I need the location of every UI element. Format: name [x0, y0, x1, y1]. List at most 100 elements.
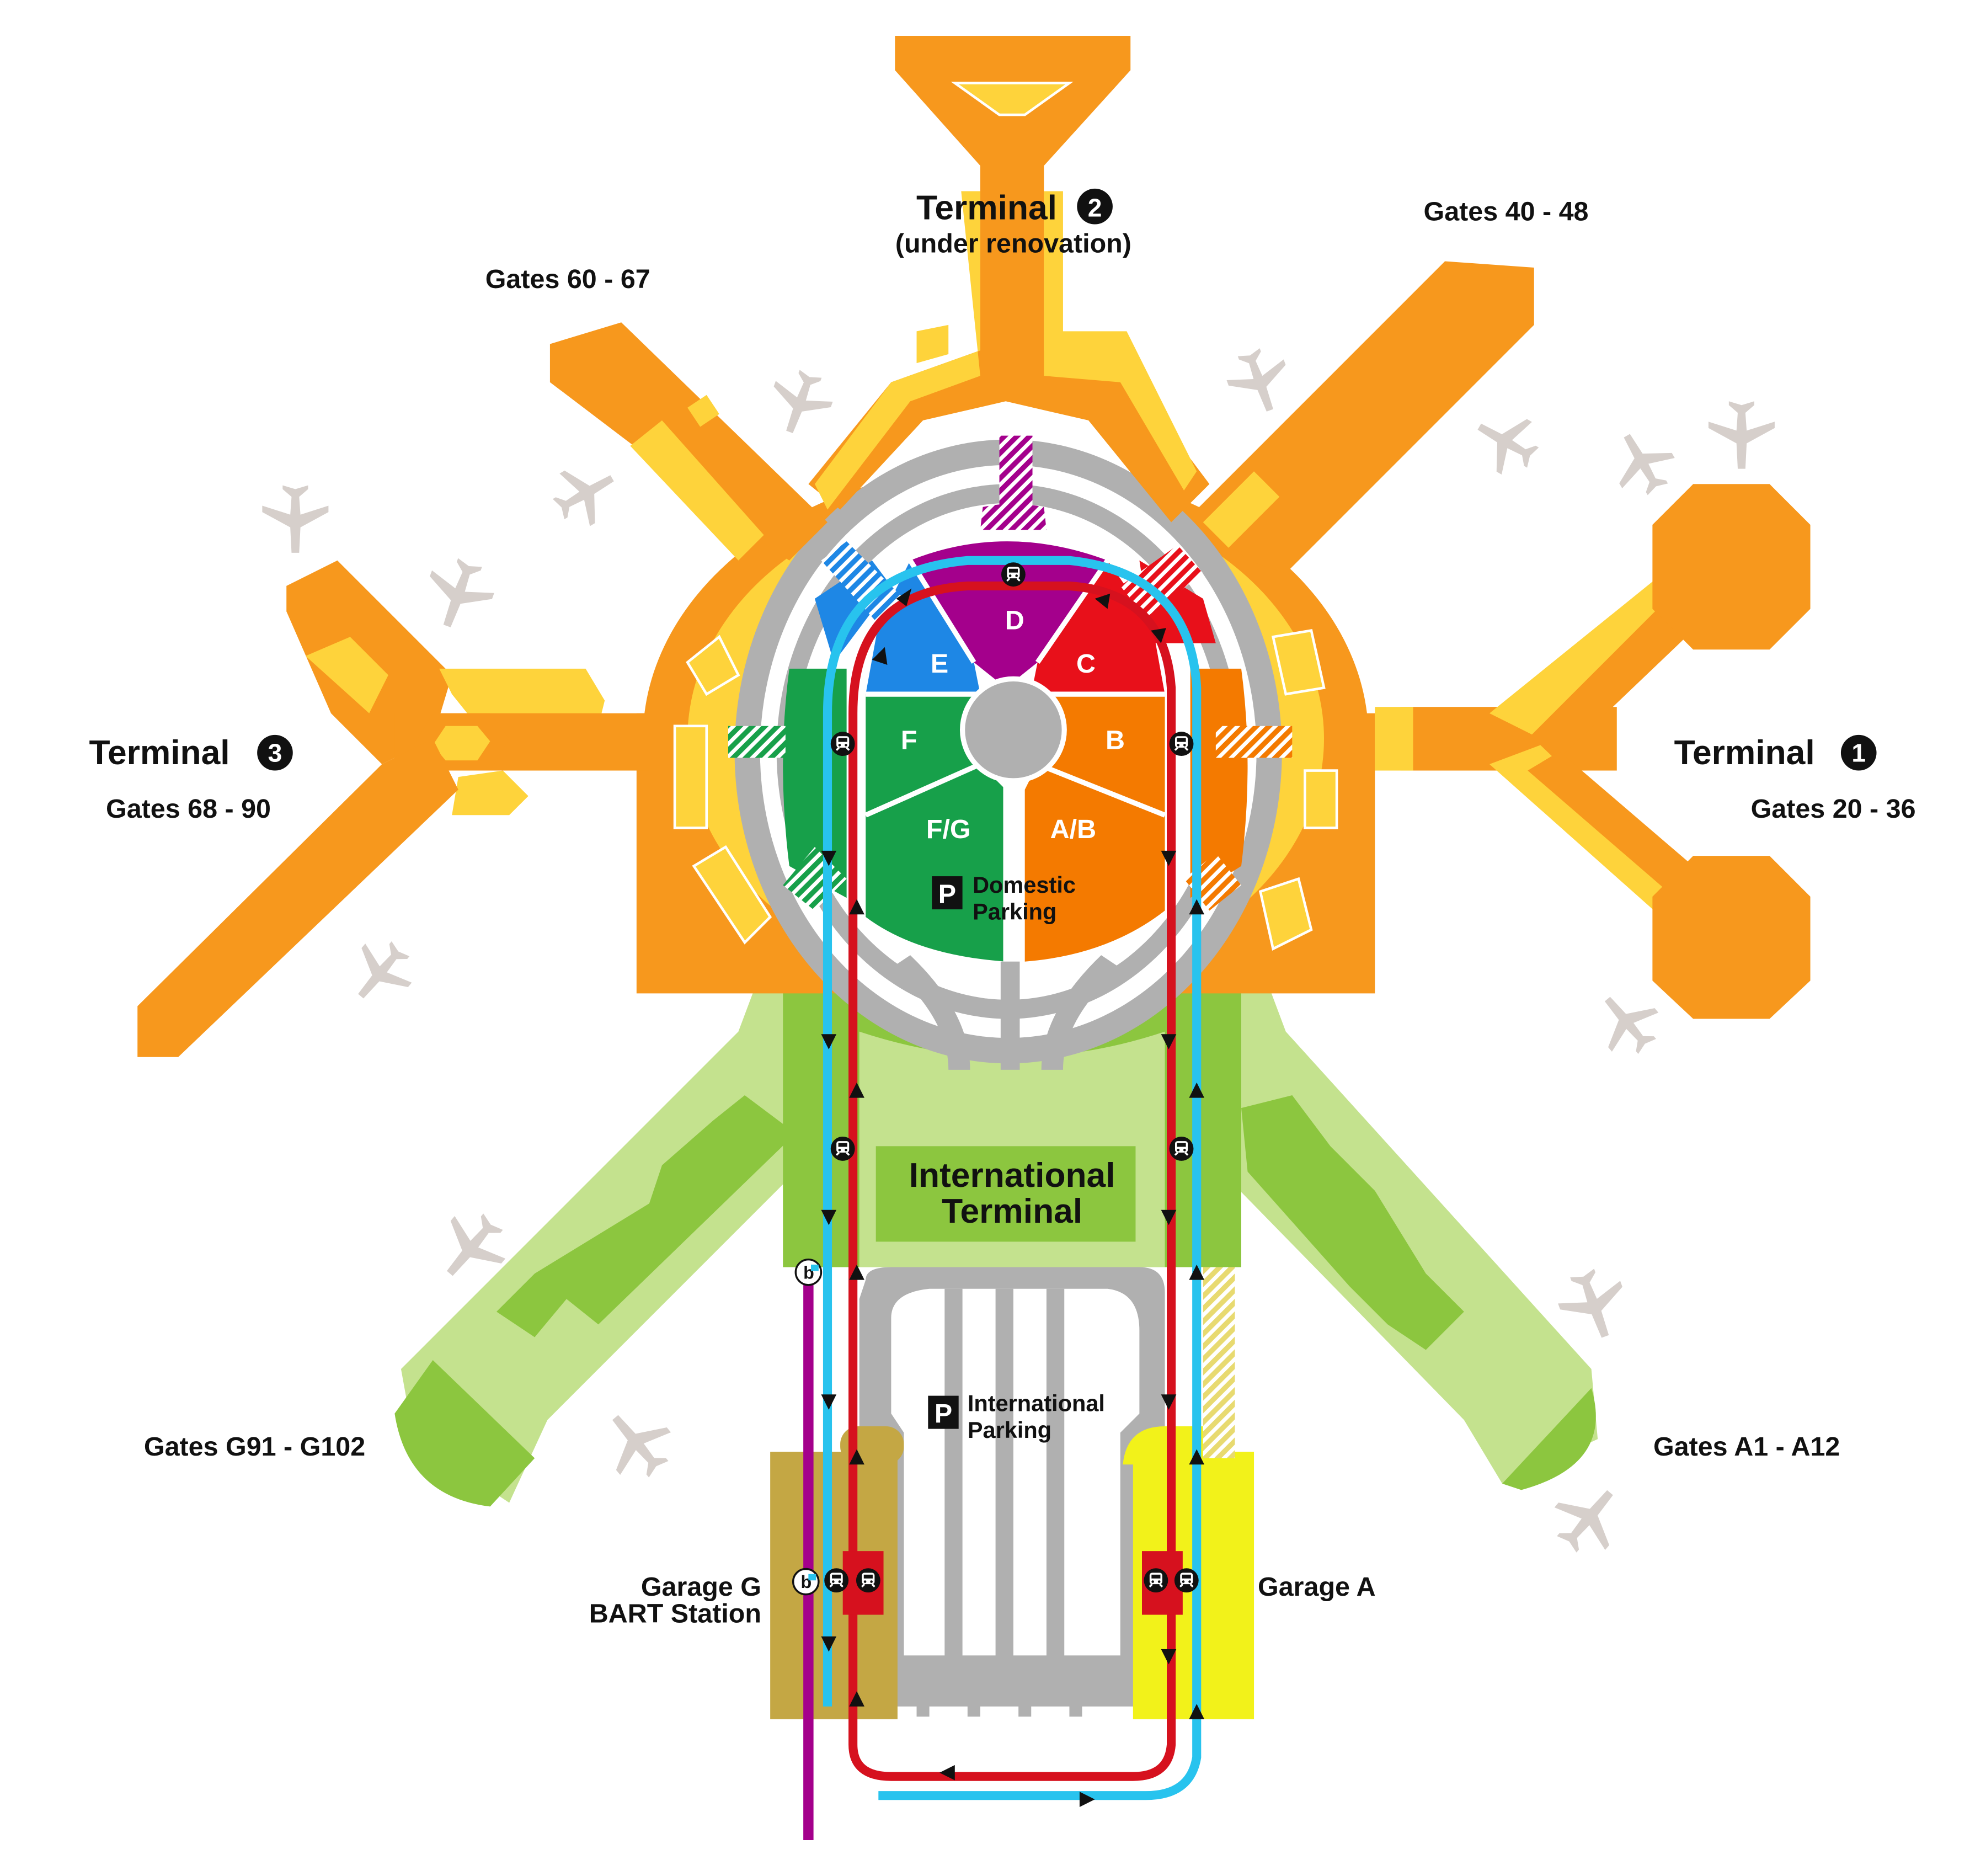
- airtrain-station-icon: [1173, 1568, 1199, 1593]
- parking-icon: [932, 876, 963, 910]
- international-parking-line1: International: [968, 1390, 1105, 1416]
- section-b-label: B: [1106, 725, 1125, 755]
- airtrain-station-icon: [1168, 731, 1194, 757]
- section-f: [866, 694, 980, 816]
- a-wing-end: [1502, 1388, 1596, 1490]
- terminal-3-title: Terminal: [89, 734, 230, 772]
- terminal-1-pier: [1197, 261, 1811, 1019]
- parking-hub: [959, 676, 1067, 784]
- section-d-label: D: [1005, 605, 1024, 635]
- g-wing-end: [394, 1360, 535, 1507]
- section-fg: [866, 764, 1006, 962]
- direction-arrow-icon: [1161, 1034, 1177, 1049]
- terminal-1-badge: [1840, 734, 1877, 771]
- airplane-icon: [1464, 400, 1549, 484]
- section-c-label: C: [1076, 649, 1096, 679]
- terminal-2-title: Terminal: [916, 189, 1057, 227]
- domestic-parking-line2: Parking: [973, 899, 1056, 925]
- garage-g-label: Garage G BART Station: [589, 1572, 761, 1628]
- terminal-1-title: Terminal: [1674, 734, 1815, 772]
- terminal-1-hub-upper: [1652, 484, 1811, 650]
- parking-icon-letter: P: [935, 1399, 952, 1429]
- terminal-2-pier: [808, 36, 1210, 523]
- airtrain-station-icon: [830, 1136, 856, 1161]
- direction-arrow-icon: [939, 1765, 955, 1781]
- direction-arrow-icon: [849, 1082, 864, 1098]
- airtrain-station-icon: [1000, 562, 1026, 588]
- terminal-3-label: Terminal 3 Gates 68 - 90: [89, 734, 293, 824]
- airplane-icon: [1551, 1261, 1637, 1348]
- terminal-2-number: 2: [1088, 194, 1102, 222]
- airtrain-station-icon: [830, 731, 856, 757]
- direction-arrow-icon: [849, 1691, 864, 1707]
- direction-arrows: [821, 588, 1205, 1807]
- international-terminal-label: International Terminal: [909, 1156, 1115, 1230]
- domestic-parking-label: P Domestic Parking: [932, 872, 1076, 925]
- direction-arrow-icon: [1095, 593, 1111, 609]
- airplane-icon: [1600, 420, 1684, 505]
- airplane-icon: [1708, 401, 1775, 469]
- airplane-icon: [415, 551, 501, 637]
- pedestrian-walkways: [728, 435, 1293, 911]
- airplane-icon: [1584, 979, 1670, 1066]
- direction-arrow-icon: [1161, 1394, 1177, 1410]
- direction-arrow-icon: [1189, 1082, 1205, 1098]
- garage-g-line1: Garage G: [641, 1572, 761, 1602]
- international-terminal-line1: International: [909, 1156, 1115, 1195]
- garage-g-line2: BART Station: [589, 1598, 761, 1628]
- international-terminal-area: [394, 980, 1598, 1507]
- gates-60-67-label: Gates 60 - 67: [485, 264, 650, 294]
- direction-arrow-icon: [1189, 1449, 1205, 1465]
- international-parking-label: P International Parking: [928, 1390, 1105, 1443]
- ring-concourse-segments: [673, 629, 1338, 951]
- section-e-label: E: [931, 649, 948, 679]
- direction-arrow-icon: [849, 899, 864, 915]
- airplane-icon: [543, 452, 628, 536]
- direction-arrow-icon: [821, 1636, 837, 1652]
- bart-icon: [794, 1258, 823, 1286]
- direction-arrow-icon: [821, 1034, 837, 1049]
- garage-a-label: Garage A: [1258, 1572, 1376, 1602]
- g-wing-pier: [496, 1095, 796, 1337]
- section-f-label: F: [901, 725, 917, 755]
- bart-icon: [792, 1568, 820, 1596]
- terminal-2-label: Terminal 2 (under renovation): [895, 188, 1131, 258]
- section-ab-label: A/B: [1050, 814, 1096, 844]
- international-terminal-line2: Terminal: [942, 1192, 1082, 1230]
- gates-a1-a12-label: Gates A1 - A12: [1653, 1432, 1840, 1462]
- terminal-3-piers: [137, 322, 828, 1057]
- gates-g91-g102-label: Gates G91 - G102: [144, 1432, 365, 1462]
- airplane-icon: [1541, 1471, 1636, 1566]
- parking-sections-labels: D E C F B F/G A/B: [901, 605, 1125, 844]
- airplane-icon: [1220, 342, 1299, 421]
- gates-20-36-label: Gates 20 - 36: [1751, 794, 1916, 824]
- section-ab: [1024, 764, 1165, 962]
- airtrain-station-icon: [824, 1568, 850, 1593]
- direction-arrow-icon: [821, 1209, 837, 1225]
- terminal-2-badge: [1077, 188, 1113, 225]
- gates-40-48-label: Gates 40 - 48: [1424, 197, 1589, 227]
- parking-icon-letter: P: [938, 880, 956, 909]
- direction-arrow-icon: [1151, 628, 1166, 643]
- access-roads: [891, 955, 1120, 1070]
- direction-arrow-icon: [1161, 850, 1177, 866]
- terminal-3-badge: [257, 734, 293, 771]
- direction-arrow-icon: [849, 1264, 864, 1280]
- direction-arrow-icon: [1161, 1649, 1177, 1665]
- direction-arrow-icon: [1079, 1792, 1095, 1807]
- international-parking-structure: [859, 1267, 1165, 1717]
- airplane-icon: [262, 485, 329, 553]
- gates-68-90-label: Gates 68 - 90: [106, 794, 271, 824]
- airtrain-station-icon: [1168, 1136, 1194, 1161]
- terminal-3-number: 3: [268, 738, 282, 767]
- a-wing-pier: [1241, 1095, 1464, 1350]
- airtrain-blue-line: [823, 556, 1202, 1800]
- terminal-1-hub-lower: [1652, 856, 1811, 1019]
- direction-arrow-icon: [1189, 1704, 1205, 1719]
- section-fg-label: F/G: [926, 814, 971, 844]
- terminal-1-label: Terminal 1 Gates 20 - 36: [1674, 734, 1916, 824]
- parking-icon: [928, 1395, 959, 1429]
- direction-arrow-icon: [1189, 899, 1205, 915]
- airplane-icon: [761, 363, 840, 443]
